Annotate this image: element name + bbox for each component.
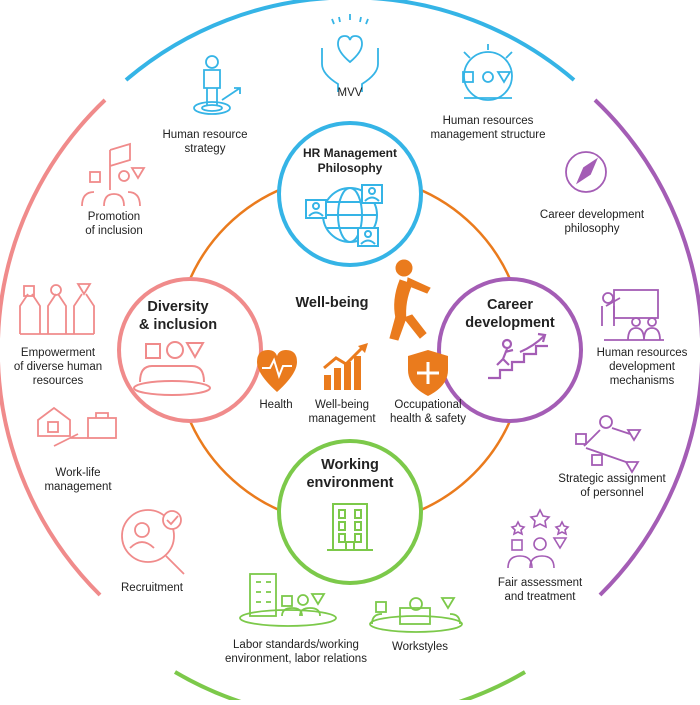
org-structure-icon [462,44,513,101]
label-mvv: MVV [337,87,363,99]
outer-arc-blue [124,0,576,82]
hub-hr-line1: HR Management [302,146,398,160]
label-hr-management-structure: Human resources management structure [430,115,546,141]
hub-working-line2: environment [306,475,394,491]
empowerment-hands-up-icon [19,283,95,335]
recruitment-search-icon [121,509,185,575]
hub-working-line1: Working [321,457,379,473]
heart-hands-icon [321,14,379,92]
training-presentation-icon [601,289,664,341]
label-recruitment: Recruitment [121,582,183,594]
center-title: Well-being [295,295,369,311]
work-life-balance-icon [37,406,117,447]
center-item-health: Health [259,399,293,411]
hub-circle-working [277,439,423,585]
office-building-icon [327,503,373,551]
stretching-person-icon [389,259,431,341]
rating-stars-icon [507,508,570,569]
assignment-network-icon [575,415,642,474]
outer-arc-purple [593,98,700,597]
hub-hr-line2: Philosophy [317,161,383,175]
hub-title-hr: HR Management Philosophy [303,146,397,176]
diverse-team-icon [133,341,211,396]
hub-title-diversity: Diversity & inclusion [139,298,217,334]
workstyles-laptops-icon [369,597,463,633]
growth-chart-icon [323,343,368,390]
label-labor-standards: Labor standards/working environment, lab… [225,639,367,665]
globe-network-icon [305,184,383,247]
compass-icon [565,151,607,193]
label-fair-assessment: Fair assessment and treatment [497,577,583,603]
hub-title-career: Career development [465,296,554,332]
center-item-wellbeing-management: Well-being management [308,399,376,425]
label-promotion-of-inclusion: Promotion of inclusion [85,211,143,237]
career-stairs-icon [488,332,548,380]
hub-diversity-line2: & inclusion [138,317,218,333]
inclusion-flag-icon [81,142,146,207]
outer-arc-green [173,670,527,705]
center-item-occupational-health: Occupational health & safety [389,399,467,425]
label-workstyles: Workstyles [391,641,449,653]
label-empowerment-diverse-hr: Empowerment of diverse human resources [13,347,103,387]
outer-arc-pink [0,98,107,597]
label-human-resource-strategy: Human resource strategy [162,129,248,155]
target-person-icon [193,55,241,115]
hub-title-working: Working environment [306,456,393,492]
health-heart-icon [257,350,297,392]
hub-diversity-line1: Diversity [147,299,209,315]
label-career-development-philosophy: Career development philosophy [539,209,645,235]
hub-career-line1: Career [487,297,533,313]
safety-shield-icon [408,350,448,396]
hub-career-line2: development [465,315,555,331]
hub-circle-hr [277,121,423,267]
label-work-life-management: Work-life management [44,467,112,493]
labor-buildings-icon [239,573,337,627]
label-hr-development-mechanisms: Human resources development mechanisms [596,347,688,387]
label-strategic-assignment: Strategic assignment of personnel [558,473,666,499]
